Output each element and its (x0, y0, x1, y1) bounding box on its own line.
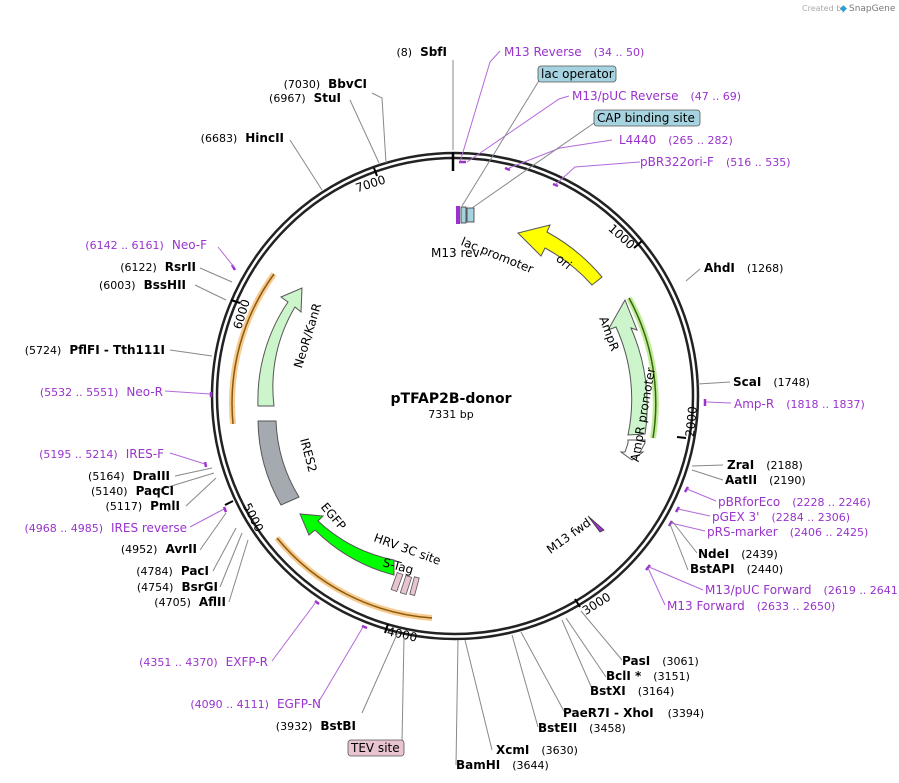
site-bstxi[interactable]: BstXI(3164) (590, 684, 674, 698)
stag-mark (399, 575, 413, 595)
site-bamhi[interactable]: BamHI(3644) (456, 758, 549, 772)
credit-brand: SnapGene (849, 4, 896, 14)
primer-pgex-3[interactable]: pGEX 3'(2284 .. 2306) (712, 510, 850, 524)
tev-site-box[interactable] (347, 739, 405, 757)
lac-promoter-mark (466, 207, 475, 223)
credit-prefix: Created by (802, 4, 846, 13)
primer-pbrforeco[interactable]: pBRforEco(2228 .. 2246) (718, 495, 871, 509)
tev-mark (409, 576, 420, 596)
neo-label: NeoR/KanR (291, 302, 324, 370)
cap-site-box[interactable] (593, 109, 701, 127)
primer-ires-reverse[interactable]: (4968 .. 4985)IRES reverse (24, 521, 187, 535)
lac-operator-box[interactable] (537, 65, 617, 83)
scale-ticks (224, 167, 687, 634)
hrv-mark (390, 572, 404, 592)
site-bbvci[interactable]: (7030)BbvCI (284, 77, 367, 91)
ampr-outer-arc-line (628, 297, 657, 439)
site-draiii[interactable]: (5164)DraIII (88, 469, 170, 483)
primer-amp-r[interactable]: Amp-R(1818 .. 1837) (734, 397, 865, 411)
tev-site-label: TEV site (350, 741, 400, 755)
primer-pbr322ori-f[interactable]: pBR322ori-F(516 .. 535) (640, 155, 791, 169)
site-avrii[interactable]: (4952)AvrII (121, 542, 197, 556)
site-bsrgi[interactable]: (4754)BsrGI (137, 580, 218, 594)
primer-neo-r[interactable]: (5532 .. 5551)Neo-R (40, 385, 163, 399)
site-ahdi[interactable]: AhdI(1268) (704, 261, 783, 275)
egfp-outer-arc-line (276, 537, 433, 619)
m13-fwd-mark (587, 515, 605, 533)
lac-operator-mark (460, 206, 467, 224)
primer-ires-f[interactable]: (5195 .. 5214)IRES-F (39, 447, 164, 461)
site-bsteii[interactable]: BstEII(3458) (538, 721, 626, 735)
m13-rev-mark (456, 206, 460, 224)
primer-prs-marker[interactable]: pRS-marker(2406 .. 2425) (707, 525, 868, 539)
site-sbfi[interactable]: (8)SbfI (396, 45, 447, 59)
site-bstbi[interactable]: (3932)BstBI (276, 719, 356, 733)
site-pmli[interactable]: (5117)PmlI (106, 499, 180, 513)
site-ndei[interactable]: NdeI(2439) (698, 547, 778, 561)
neo-feature[interactable] (257, 287, 303, 407)
tick-7000: 7000 (354, 172, 387, 195)
primer-neo-f[interactable]: (6142 .. 6161)Neo-F (85, 238, 207, 252)
primer-m13-puc-reverse[interactable]: M13/pUC Reverse(47 .. 69) (572, 89, 741, 103)
ori-feature[interactable] (517, 224, 603, 286)
site-aatii[interactable]: AatII(2190) (725, 473, 806, 487)
site-hincii[interactable]: (6683)HincII (201, 131, 284, 145)
primer-m13-forward[interactable]: M13 Forward(2633 .. 2650) (667, 599, 835, 613)
site-bstapi[interactable]: BstAPI(2440) (690, 562, 783, 576)
egfp-feature[interactable] (299, 513, 395, 576)
site-rsrii[interactable]: (6122)RsrII (120, 260, 196, 274)
ires-feature[interactable] (257, 420, 300, 506)
lac-operator-label: lac operator (541, 67, 614, 81)
ires-label: IRES2 (297, 437, 320, 474)
tick-4000: 4000 (386, 624, 419, 645)
site-zrai[interactable]: ZraI(2188) (727, 458, 803, 472)
primer-leader-lines (164, 50, 732, 704)
primer-m13-puc-forward[interactable]: M13/pUC Forward(2619 .. 2641) (705, 583, 899, 597)
snapgene-logo-icon: ◆ (840, 4, 847, 14)
site-paer7i-xhoi[interactable]: PaeR7I - XhoI(3394) (563, 706, 704, 720)
plasmid-name: pTFAP2B-donor (391, 391, 512, 407)
plasmid-length: 7331 bp (428, 408, 473, 421)
site-bsshii[interactable]: (6003)BssHII (99, 278, 186, 292)
site-pasi[interactable]: PasI(3061) (622, 654, 699, 668)
site-xcmi[interactable]: XcmI(3630) (496, 743, 578, 757)
site-pflfi-tth111i[interactable]: (5724)PflFI - Tth111I (25, 343, 165, 357)
primer-l4440[interactable]: L4440(265 .. 282) (619, 133, 733, 147)
site-paci[interactable]: (4784)PacI (136, 564, 209, 578)
primer-m13-reverse[interactable]: M13 Reverse(34 .. 50) (504, 45, 644, 59)
primer-egfp-n[interactable]: (4090 .. 4111)EGFP-N (190, 697, 321, 711)
ampr-feature[interactable] (606, 298, 648, 436)
m13-rev-label: M13 rev (431, 246, 480, 260)
primer-exfp-r[interactable]: (4351 .. 4370)EXFP-R (139, 655, 268, 669)
site-scai[interactable]: ScaI(1748) (733, 375, 810, 389)
leader-lines (154, 60, 731, 766)
m13-fwd-label: M13 fwd (544, 515, 593, 556)
cap-site-label: CAP binding site (597, 111, 695, 125)
site-paqci[interactable]: (5140)PaqCI (91, 484, 174, 498)
neo-outer-arc-line (231, 273, 275, 425)
primer-marks (203, 160, 707, 630)
site-bcli[interactable]: BclI *(3151) (606, 669, 690, 683)
box-leader-lines (461, 78, 595, 209)
ampr-promoter-feature[interactable] (619, 439, 646, 461)
site-aflii[interactable]: (4705)AflII (154, 595, 226, 609)
site-stui[interactable]: (6967)StuI (269, 91, 341, 105)
tick-2000: 2000 (683, 406, 700, 438)
